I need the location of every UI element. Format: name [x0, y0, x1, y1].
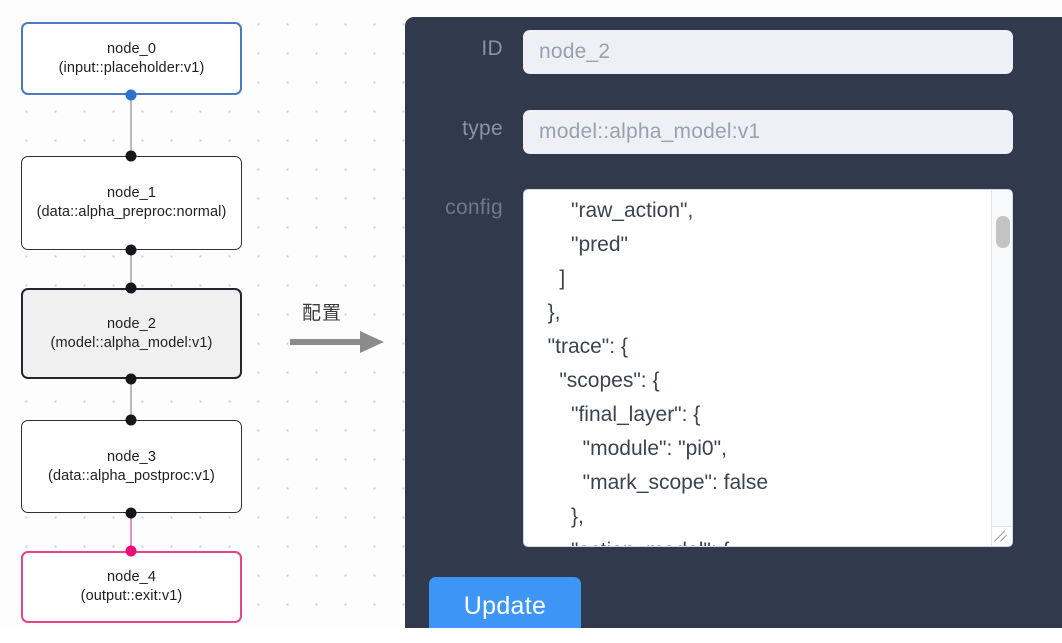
graph-node-node_2[interactable]: node_2(model::alpha_model:v1)	[21, 288, 242, 379]
node-handle-node_1-top[interactable]	[125, 150, 137, 162]
node-handle-node_3-bottom[interactable]	[125, 507, 137, 519]
annotation-label: 配置	[302, 302, 343, 324]
arrow-right-icon	[290, 331, 384, 353]
node-title: node_2	[107, 315, 156, 332]
id-field-row: ID	[405, 30, 1013, 74]
config-textarea[interactable]: "raw_action", "pred" ] }, "trace": { "sc…	[524, 190, 992, 546]
config-textarea-wrapper: "raw_action", "pred" ] }, "trace": { "sc…	[523, 189, 1013, 547]
node-handle-node_3-top[interactable]	[125, 414, 137, 426]
config-scrollbar-track[interactable]	[991, 190, 1012, 546]
node-subtitle: (model::alpha_model:v1)	[50, 334, 213, 351]
node-handle-node_1-bottom[interactable]	[125, 244, 137, 256]
node-title: node_3	[107, 448, 156, 465]
config-scrollbar-thumb[interactable]	[996, 216, 1010, 248]
config-field-row: config "raw_action", "pred" ] }, "trace"…	[405, 189, 1013, 547]
graph-node-node_1[interactable]: node_1(data::alpha_preproc:normal)	[21, 156, 242, 250]
graph-node-node_4[interactable]: node_4(output::exit:v1)	[21, 551, 242, 623]
type-field-label: type	[462, 117, 503, 140]
node-config-panel: ID type config "raw_action", "pred" ] },…	[405, 17, 1062, 628]
node-title: node_4	[107, 569, 156, 586]
node-title: node_1	[107, 185, 156, 202]
config-field-label: config	[445, 196, 503, 219]
node-subtitle: (input::placeholder:v1)	[58, 59, 205, 76]
node-handle-node_4-top[interactable]	[125, 545, 137, 557]
update-button[interactable]: Update	[429, 577, 581, 628]
node-subtitle: (output::exit:v1)	[80, 588, 183, 604]
type-field-row: type	[405, 110, 1013, 154]
node-title: node_0	[107, 40, 156, 57]
bottom-strip	[0, 628, 1062, 643]
annotation-config-arrow: 配置	[288, 298, 398, 364]
node-handle-node_0-bottom[interactable]	[125, 89, 137, 101]
graph-node-node_3[interactable]: node_3(data::alpha_postproc:v1)	[21, 420, 242, 513]
id-input[interactable]	[523, 30, 1013, 74]
id-field-label: ID	[481, 37, 503, 60]
node-handle-node_2-top[interactable]	[125, 282, 137, 294]
node-subtitle: (data::alpha_postproc:v1)	[48, 467, 215, 484]
node-subtitle: (data::alpha_preproc:normal)	[36, 204, 227, 220]
node-handle-node_2-bottom[interactable]	[125, 373, 137, 385]
graph-node-node_0[interactable]: node_0(input::placeholder:v1)	[21, 22, 242, 95]
textarea-resize-handle[interactable]	[992, 526, 1011, 545]
type-input[interactable]	[523, 110, 1013, 154]
